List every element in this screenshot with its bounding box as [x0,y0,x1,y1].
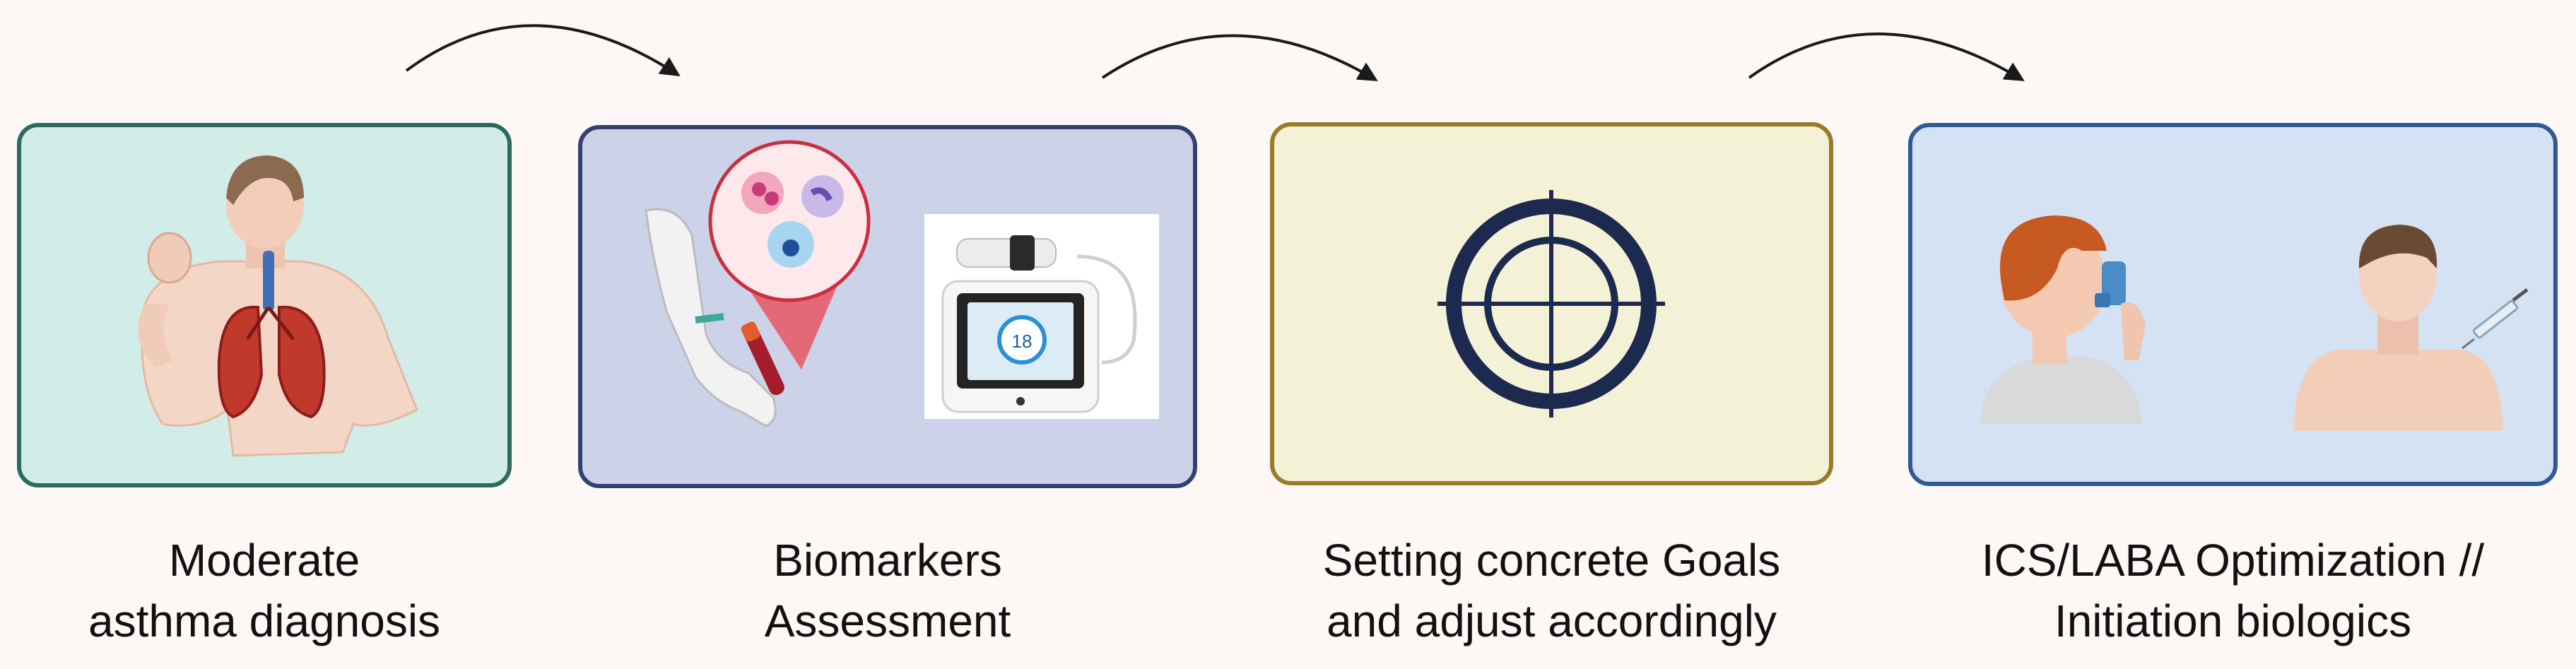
inhaler-and-injection-illustration [1980,215,2529,431]
step-2-caption-line-2: Assessment [764,596,1011,646]
crosshair-target-icon [1437,190,1665,418]
step-1-diagnosis-panel [17,123,512,487]
step-1-caption-line-1: Moderate [168,535,360,586]
step-4-caption: ICS/LABA Optimization // Initiation biol… [1908,530,2558,651]
step-4-treatment-panel [1908,123,2558,486]
step-2-caption: Biomarkers Assessment [578,530,1197,651]
person-coughing-lungs-illustration [138,155,418,457]
arrow-step1-to-step2 [405,24,681,77]
step-4-caption-line-2: Initiation biologics [2054,596,2412,646]
step-2-biomarkers-panel: 18 [578,125,1197,488]
feno-reading: 18 [1012,331,1033,352]
step-4-caption-line-1: ICS/LABA Optimization // [1981,535,2485,586]
step-3-caption-line-2: and adjust accordingly [1327,596,1777,646]
step-3-caption: Setting concrete Goals and adjust accord… [1270,530,1833,651]
step-1-caption: Moderate asthma diagnosis [17,530,512,651]
arrow-step2-to-step3 [1101,34,1378,81]
step-3-goals-panel [1270,122,1833,485]
arrow-step3-to-step4 [1748,32,2025,81]
biomarkers-illustration: 18 [645,140,1159,427]
step-2-caption-line-1: Biomarkers [773,535,1002,586]
step-3-caption-line-1: Setting concrete Goals [1322,535,1781,586]
step-1-caption-line-2: asthma diagnosis [88,596,441,646]
